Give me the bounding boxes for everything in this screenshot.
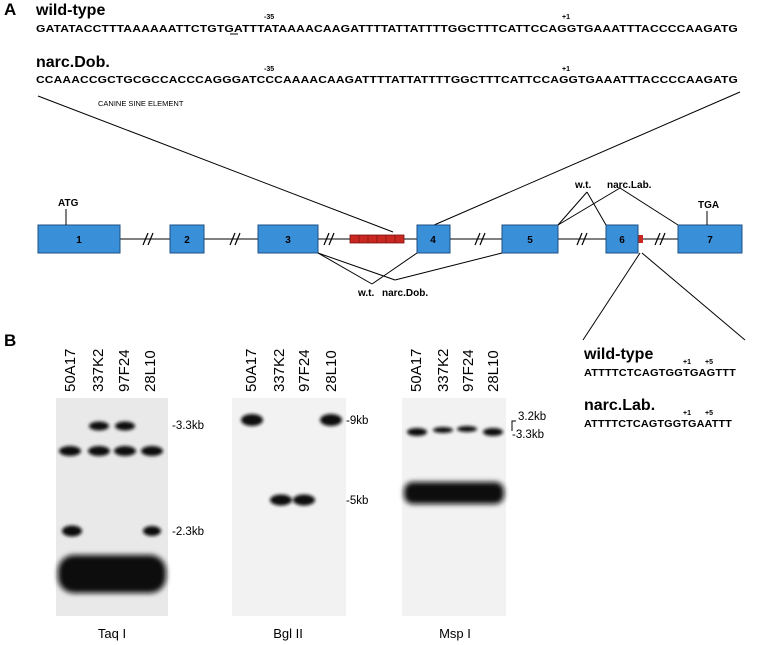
msp1-band xyxy=(457,426,477,432)
splice-narclab-plus5: +5 xyxy=(705,410,713,417)
bgl2-enzyme-label: Bgl II xyxy=(273,626,303,641)
msp1-size-3-2kb: 3.2kb xyxy=(518,411,546,423)
exon-6 xyxy=(605,224,639,254)
bgl2-lane-337k2: 337K2 xyxy=(271,349,288,392)
taq1-band xyxy=(89,421,109,431)
bgl2-band xyxy=(293,494,315,506)
msp1-lane-337k2: 337K2 xyxy=(435,349,452,392)
exon-7 xyxy=(677,224,743,254)
msp1-lane-50a17: 50A17 xyxy=(408,349,425,392)
splice-wildtype-plus5: +5 xyxy=(705,359,713,366)
wildtype-title: wild-type xyxy=(35,2,105,19)
exon-6-label: 6 xyxy=(619,235,625,246)
exon-3 xyxy=(257,224,319,254)
taq1-band xyxy=(114,446,136,456)
taq1-lane-50a17: 50A17 xyxy=(62,349,79,392)
sine-insertion-segments xyxy=(358,235,396,243)
msp1-band xyxy=(404,482,504,504)
msp1-band xyxy=(433,427,453,433)
wt-top-label: w.t. xyxy=(574,180,592,191)
splice-narclab-plus1: +1 xyxy=(683,410,691,417)
taq1-band xyxy=(143,526,161,536)
taq1-lane-97f24: 97F24 xyxy=(116,349,133,392)
bgl2-band xyxy=(320,414,342,426)
exon-1-label: 1 xyxy=(76,235,82,246)
msp1-enzyme-label: Msp I xyxy=(439,626,471,641)
taq1-band xyxy=(58,555,166,593)
splice-lines-bottom xyxy=(317,252,503,285)
splice-zoom-right xyxy=(641,252,746,341)
bgl2-lane-28l10: 28L10 xyxy=(323,350,340,392)
tga-label: TGA xyxy=(698,200,719,211)
zoom-line-left xyxy=(37,95,394,233)
canine-sine-label: CANINE SINE ELEMENT xyxy=(98,99,184,108)
taq1-enzyme-label: Taq I xyxy=(98,626,126,641)
msp1-band xyxy=(483,428,503,436)
taq1-band xyxy=(62,525,82,537)
taq1-band xyxy=(115,421,135,431)
taq1-band xyxy=(141,446,163,456)
blot-msp1 xyxy=(402,398,506,616)
blot-bgl2 xyxy=(232,398,346,616)
wildtype-sequence: GATATACCTTTAAAAAATTCTGTGATTTATAAAACAAGAT… xyxy=(36,23,738,35)
bgl2-band xyxy=(241,414,263,426)
narcdob-minus35-mark: -35 xyxy=(264,66,274,73)
exon-2 xyxy=(169,224,205,254)
narcdob-sequence: CCAAACCGCTGCGCCACCCAGGGATCCCAAAACAAGATTT… xyxy=(36,74,738,86)
msp1-lane-97f24: 97F24 xyxy=(460,349,477,392)
atg-label: ATG xyxy=(58,198,79,209)
splice-zoom-left xyxy=(582,252,641,341)
msp1-lane-28l10: 28L10 xyxy=(485,350,502,392)
taq1-lane-337k2: 337K2 xyxy=(90,349,107,392)
exon-2-label: 2 xyxy=(184,235,190,246)
wt-bottom-label: w.t. xyxy=(357,288,375,299)
splice-mutation-marker xyxy=(637,235,643,243)
panel-a-letter: A xyxy=(4,0,16,19)
exon-4 xyxy=(416,224,451,254)
bgl2-lane-50a17: 50A17 xyxy=(243,349,260,392)
msp1-size-bracket xyxy=(511,420,516,431)
blot-bgl2-membrane xyxy=(232,398,346,616)
exon-5-label: 5 xyxy=(527,235,533,246)
taq1-band xyxy=(88,446,110,456)
splice-wildtype-title: wild-type xyxy=(583,346,653,363)
msp1-size-3-3kb: -3.3kb xyxy=(512,429,544,441)
splice-narclab-seq: ATTTTCTCAGTGGTGAATTT xyxy=(584,418,732,430)
bgl2-size-5kb: -5kb xyxy=(346,495,368,507)
narcdob-bottom-label: narc.Dob. xyxy=(382,288,428,299)
msp1-band xyxy=(407,428,427,436)
zoom-line-right xyxy=(417,91,741,233)
taq1-lane-28l10: 28L10 xyxy=(142,350,159,392)
narclab-top-label: narc.Lab. xyxy=(607,180,652,191)
exon-3-label: 3 xyxy=(285,235,291,246)
taq1-size-2-3kb: -2.3kb xyxy=(172,526,204,538)
splice-narclab-title: narc.Lab. xyxy=(584,397,655,414)
exon-7-label: 7 xyxy=(707,235,713,246)
bgl2-band xyxy=(270,494,292,506)
exon-5 xyxy=(501,224,559,254)
intron-break-marks xyxy=(142,232,666,246)
exon-1 xyxy=(37,224,121,254)
exon-4-label: 4 xyxy=(430,235,436,246)
blot-taq1 xyxy=(56,398,168,616)
narcdob-title: narc.Dob. xyxy=(36,54,110,71)
panel-b-letter: B xyxy=(4,331,16,350)
taq1-size-3-3kb: -3.3kb xyxy=(172,420,204,432)
splice-wildtype-plus1: +1 xyxy=(683,359,691,366)
wildtype-minus35-mark: -35 xyxy=(264,14,274,21)
wildtype-plus1-mark: +1 xyxy=(562,14,570,21)
taq1-band xyxy=(59,446,81,456)
narcdob-plus1-mark: +1 xyxy=(562,66,570,73)
splice-lines-top xyxy=(557,187,679,226)
splice-wildtype-seq: ATTTTCTCAGTGGTGAGTTT xyxy=(584,367,736,379)
bgl2-lane-97f24: 97F24 xyxy=(296,349,313,392)
bgl2-size-9kb: -9kb xyxy=(346,415,368,427)
